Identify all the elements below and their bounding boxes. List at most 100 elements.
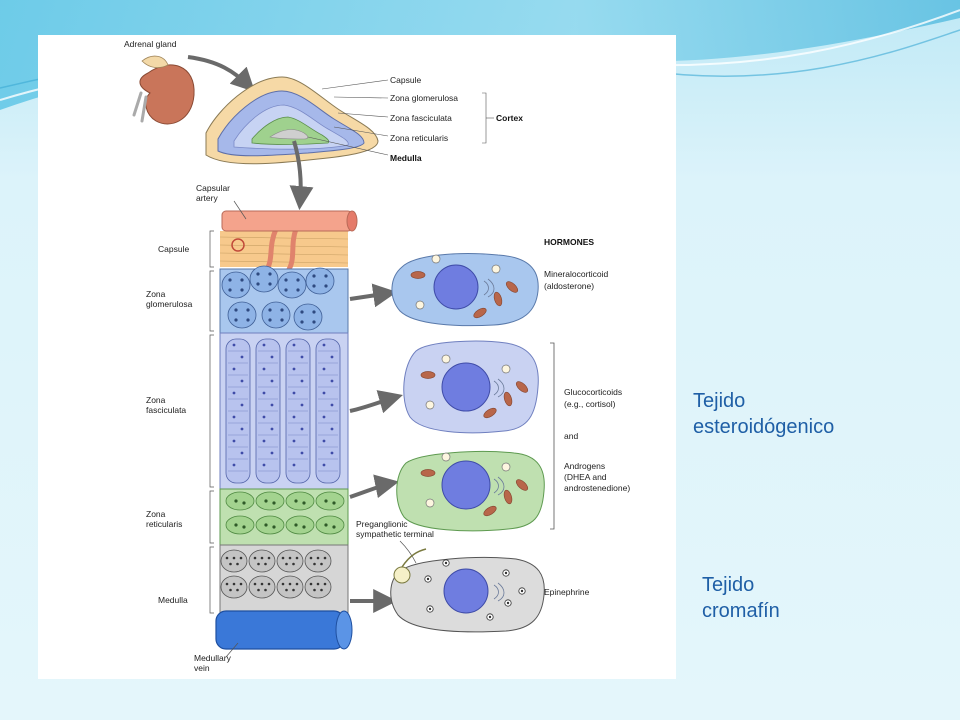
cord-cell-nucleus <box>270 427 274 431</box>
cord-cell-nucleus <box>262 367 266 371</box>
reticularis-nucleus <box>234 523 238 527</box>
cord-cell-nucleus <box>300 355 304 359</box>
granule <box>267 556 271 560</box>
mitochondrion <box>420 371 436 379</box>
cord-cell-nucleus <box>270 379 274 383</box>
label-fasciculata-1: Zona <box>146 395 166 405</box>
reticularis-nucleus <box>302 501 306 505</box>
glomerulosa-cell-cluster <box>221 271 251 299</box>
granule <box>323 556 327 560</box>
mitochondrion <box>493 291 503 307</box>
annotation-line-2: esteroidógenico <box>693 416 835 438</box>
granule-core <box>426 577 430 581</box>
label-androgens-3: androstenedione) <box>564 483 630 493</box>
label-glucocorticoids-2: (e.g., cortisol) <box>564 399 616 409</box>
granule-core <box>504 571 508 575</box>
arrow-section-to-column <box>289 140 314 211</box>
label-capsular-artery-1: Capsular <box>196 183 230 193</box>
lipid-droplet <box>425 498 435 508</box>
cord-cell-nucleus <box>240 403 244 407</box>
lipid-droplet <box>491 264 501 274</box>
cord-cell-nucleus <box>262 415 266 419</box>
cord-cell-nucleus <box>330 403 334 407</box>
granule-core <box>488 615 492 619</box>
mitochondrion <box>483 505 497 517</box>
capsular-artery-vessel <box>221 210 353 232</box>
golgi-apparatus <box>493 378 505 398</box>
cord-cell-nucleus <box>270 403 274 407</box>
medulla-cell <box>276 549 304 573</box>
cord-cell-nucleus <box>240 427 244 431</box>
medulla-cell <box>304 549 332 573</box>
cord-cell-nucleus <box>292 343 296 347</box>
label-medullary-vein-2: vein <box>194 663 210 673</box>
cord-cell-nucleus <box>322 439 326 443</box>
adrenal-diagram-figure: Adrenal gland Capsule Zona glomerulosa Z… <box>38 35 676 679</box>
reticularis-nucleus <box>324 523 328 527</box>
label-mineralocorticoid-1: Mineralocorticoid <box>544 269 609 279</box>
medulla-cell <box>220 549 248 573</box>
glomerulosa-cell-cluster <box>305 267 335 295</box>
cord-cell-nucleus <box>232 439 236 443</box>
arrow-to-fasciculata-cell <box>349 390 403 414</box>
reticularis-cell-group <box>285 515 315 535</box>
cord-cell-nucleus <box>300 379 304 383</box>
cord-cell-nucleus <box>232 463 236 467</box>
label-and: and <box>564 431 578 441</box>
granule <box>285 588 288 592</box>
reticularis-cell-group <box>285 491 315 511</box>
granule <box>253 556 257 560</box>
cord-cell-nucleus <box>262 391 266 395</box>
granule <box>309 556 313 560</box>
lipid-droplet <box>441 354 451 364</box>
cord-cell-nucleus <box>232 415 236 419</box>
cord-cell-nucleus <box>300 403 304 407</box>
cord-cell-nucleus <box>300 451 304 455</box>
cord-cell-nucleus <box>240 379 244 383</box>
granule <box>225 556 229 560</box>
lipid-droplet <box>441 452 451 462</box>
cord-cell-nucleus <box>330 355 334 359</box>
cord-cell-nucleus <box>262 463 266 467</box>
cord-cell-nucleus <box>270 451 274 455</box>
cord-cell-nucleus <box>330 427 334 431</box>
cord-cell-nucleus <box>240 451 244 455</box>
mitochondrion <box>515 381 529 393</box>
granule <box>320 588 323 592</box>
glomerulosa-cell-cluster <box>261 301 291 329</box>
golgi-apparatus <box>493 476 505 496</box>
label-zona-glomerulosa-top: Zona glomerulosa <box>390 93 458 103</box>
cord-cell-nucleus <box>292 391 296 395</box>
annotation-tejido-cromafin: Tejido cromafín <box>702 572 780 624</box>
medulla-cell <box>304 575 332 599</box>
cord-cell-nucleus <box>292 463 296 467</box>
granule <box>285 562 288 566</box>
lipid-droplet <box>501 462 511 472</box>
granule <box>236 588 239 592</box>
mitochondrion <box>410 271 426 279</box>
cord-cell-nucleus <box>322 343 326 347</box>
label-capsule-top: Capsule <box>390 75 421 85</box>
column-cells <box>220 265 345 599</box>
label-capsule-column: Capsule <box>158 244 189 254</box>
reticularis-nucleus <box>302 525 306 529</box>
label-reticularis-2: reticularis <box>146 519 182 529</box>
tissue-column <box>215 210 358 650</box>
label-preganglionic-1: Preganglionic <box>356 519 408 529</box>
cord-cell-nucleus <box>322 367 326 371</box>
granule <box>316 582 320 586</box>
reticularis-cell-group <box>255 491 285 511</box>
glomerulosa-cell-cluster <box>277 271 307 299</box>
label-preganglionic-2: sympathetic terminal <box>356 529 434 539</box>
medulla-cell <box>248 575 276 599</box>
cord-cell-nucleus <box>232 391 236 395</box>
glomerulosa-cell-cluster <box>227 301 257 329</box>
mitochondrion <box>515 479 529 491</box>
label-fasciculata-2: fasciculata <box>146 405 186 415</box>
granule <box>257 588 260 592</box>
label-zona-fasciculata-top: Zona fasciculata <box>390 113 452 123</box>
granule-core <box>506 601 510 605</box>
cord-cell-nucleus <box>322 391 326 395</box>
reticularis-cell-group <box>315 515 345 535</box>
medulla-cell <box>276 575 304 599</box>
